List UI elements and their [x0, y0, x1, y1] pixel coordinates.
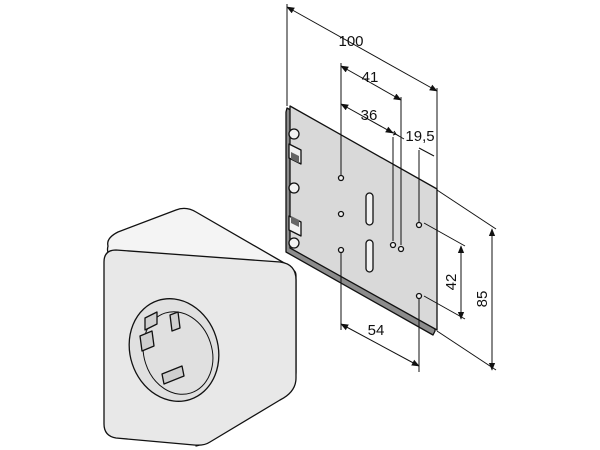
plate-hole-mid-left [288, 182, 300, 194]
plate-slot-long-upper [365, 192, 374, 226]
dim-line-upper-spacing [340, 65, 402, 101]
label-lower-spacing: 54 [368, 322, 385, 339]
plate-slot-lower-left-shade [291, 216, 299, 227]
plate-hole-bottom-left [288, 237, 300, 249]
dim-line-inner-spacing [340, 103, 394, 134]
socket-box [103, 207, 297, 447]
plate-hole-right-2 [397, 245, 405, 253]
plate-hole-center-3 [337, 246, 345, 254]
socket-clip-side [169, 311, 181, 332]
label-overall-height: 85 [474, 291, 491, 308]
socket-recess-inner [142, 311, 214, 395]
plate-hole-center-2 [337, 210, 345, 218]
socket-clip-top [144, 311, 158, 331]
plate-hole-right-3 [415, 221, 423, 229]
plate-slot-long-lower [365, 239, 374, 273]
label-overall-width: 100 [338, 33, 363, 50]
dimension-lines [286, 4, 497, 372]
dim-line-edge-offset-right [418, 147, 435, 157]
dim-line-overall-width [286, 6, 438, 92]
label-edge-offset: 19,5 [405, 128, 434, 145]
mounting-plate [285, 105, 438, 336]
plate-hole-top-left [288, 128, 300, 140]
dim-line-lower-spacing [340, 323, 420, 367]
plate-slot-upper-left-shade [291, 152, 299, 163]
socket-clip-bottom [161, 365, 185, 385]
socket-clip-left [139, 330, 155, 352]
label-hole-vertical: 42 [443, 274, 460, 291]
plate-hole-right-1 [389, 241, 397, 249]
label-inner-spacing: 36 [361, 107, 378, 124]
plate-hole-right-4 [415, 292, 423, 300]
plate-hole-center-1 [337, 174, 345, 182]
dimension-labels: 100 41 36 19,5 54 42 85 [338, 33, 491, 339]
plate-face [289, 105, 438, 331]
label-upper-spacing: 41 [362, 69, 379, 86]
